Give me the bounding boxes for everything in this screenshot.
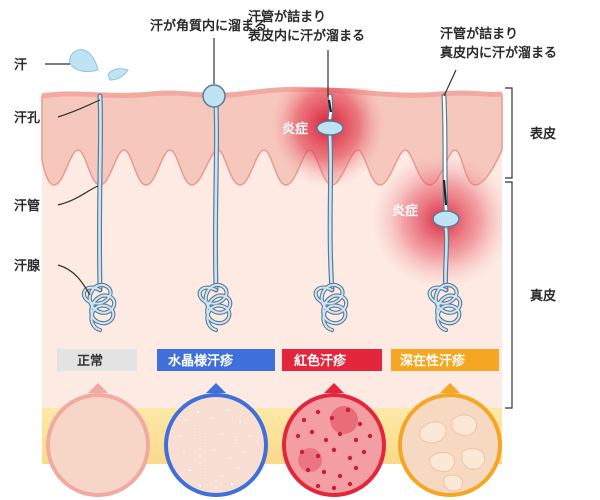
duct-blockage-1: [327, 99, 333, 113]
stratum-corneum: [41, 86, 503, 99]
label-inflammation-dermis: 炎症: [392, 203, 418, 219]
label-pore: 汗孔: [14, 110, 40, 126]
type-badge-normal: 正常: [57, 349, 137, 371]
duct-normal: [81, 93, 117, 333]
type-badge-label: 水晶様汗疹: [168, 353, 234, 369]
type-badge-crystalline: 水晶様汗疹: [157, 349, 275, 371]
annotation-profunda-line2: 真皮内に汗が溜まる: [440, 45, 557, 61]
label-sweat: 汗: [14, 57, 27, 73]
duct-crystalline: [197, 102, 233, 333]
label-epidermis: 表皮: [529, 126, 556, 142]
annotation-profunda-line1: 汗管が詰まり: [440, 26, 518, 42]
label-gland: 汗腺: [14, 258, 41, 274]
duct-rubra: [313, 93, 349, 333]
label-inflammation-epidermis: 炎症: [282, 121, 308, 137]
annotation-rubra-line2: 表皮内に汗が溜まる: [247, 28, 365, 44]
sweat-pool-epidermis: [316, 120, 344, 136]
type-badge-rubra: 紅色汗疹: [282, 349, 382, 371]
type-badge-label: 紅色汗疹: [294, 353, 347, 369]
skin-closeup-normal: [46, 383, 150, 497]
annotation-crystalline: 汗が角質内に溜まる: [150, 18, 267, 34]
skin-closeup-profunda: [398, 383, 502, 497]
sweat-pool-dermis: [432, 210, 460, 228]
annotation-rubra-line1: 汗管が詰まり: [248, 9, 326, 25]
sweat-droplets: [69, 49, 129, 81]
duct-blockage-2: [442, 179, 448, 206]
annotation-leaders: [45, 38, 513, 409]
skin-closeup-crystalline: [164, 383, 268, 497]
sweat-vesicle-stratum-corneum: [202, 84, 226, 108]
type-badge-profunda: 深在性汗疹: [391, 349, 499, 371]
label-dermis: 真皮: [530, 288, 556, 304]
skin-closeup-rubra: [282, 383, 386, 497]
label-duct: 汗管: [14, 198, 40, 214]
type-badge-label: 正常: [77, 353, 103, 369]
type-badge-label: 深在性汗疹: [400, 353, 466, 369]
